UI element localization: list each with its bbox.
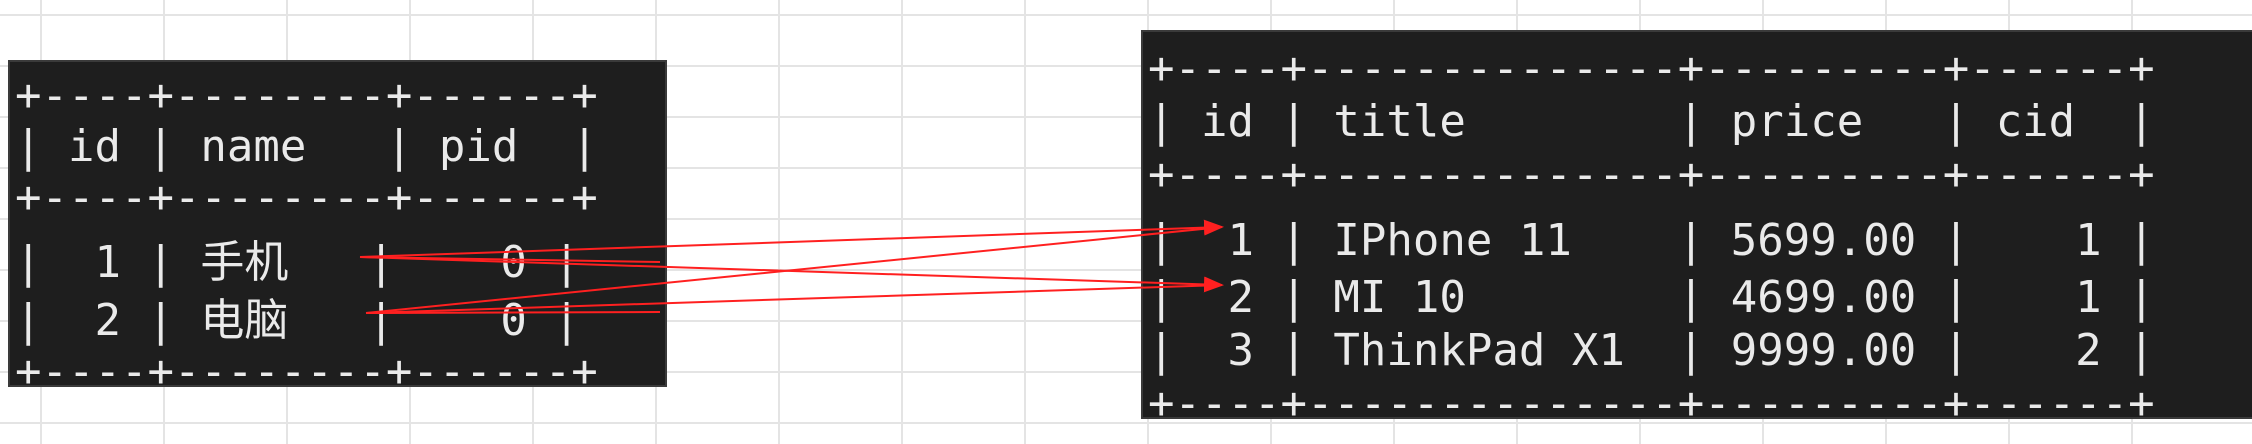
- products-terminal-table: +----+--------------+---------+------+| …: [1143, 32, 2252, 429]
- table-row: | 2 | MI 10 | 4699.00 | 1 |: [1148, 272, 2155, 323]
- products-table-text: +----+--------------+---------+------+| …: [1143, 42, 2252, 430]
- table-border-mid: +----+--------------+---------+------+: [1148, 149, 2155, 200]
- table-border-top: +----+--------+------+: [15, 70, 598, 121]
- table-border-bottom: +----+--------+------+: [15, 346, 598, 397]
- categories-terminal-table: +----+--------+------+| id | name | pid …: [10, 62, 665, 397]
- table-border-bottom: +----+--------------+---------+------+: [1148, 378, 2155, 429]
- table-row: | 3 | ThinkPad X1 | 9999.00 | 2 |: [1148, 325, 2155, 376]
- table-row: | 1 | IPhone 11 | 5699.00 | 1 |: [1148, 215, 2155, 266]
- table-border-top: +----+--------------+---------+------+: [1148, 43, 2155, 94]
- table-header-row: | id | title | price | cid |: [1148, 96, 2155, 147]
- categories-table-text: +----+--------+------+| id | name | pid …: [10, 70, 665, 397]
- table-row: | 2 | 电脑 | 0 |: [15, 295, 580, 346]
- table-row: | 1 | 手机 | 0 |: [15, 237, 580, 288]
- table-header-row: | id | name | pid |: [15, 121, 598, 172]
- table-border-mid: +----+--------+------+: [15, 172, 598, 223]
